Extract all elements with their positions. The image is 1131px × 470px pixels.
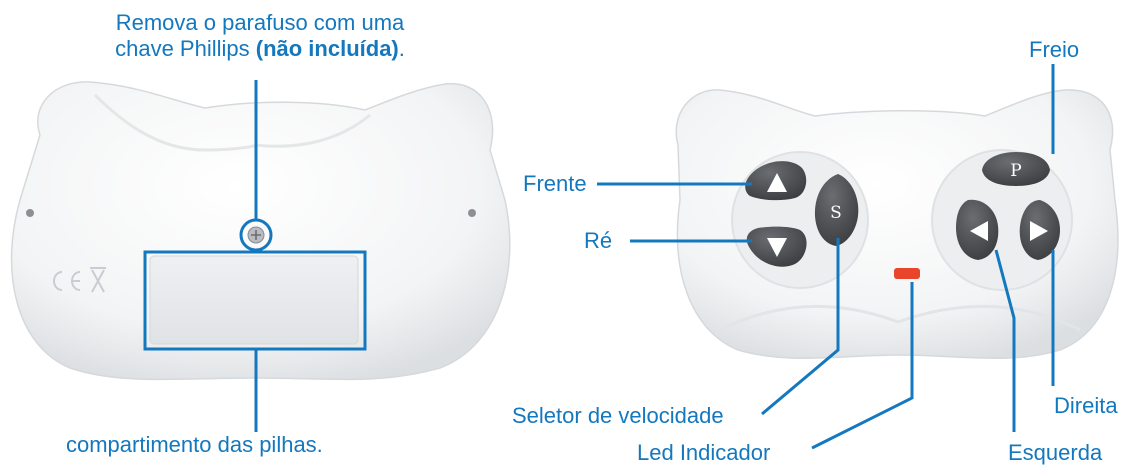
speed-button-label: S — [830, 203, 842, 223]
arrow-down-icon — [767, 238, 787, 257]
remote-front-swoosh — [719, 304, 1081, 332]
led-indicator — [894, 268, 920, 279]
frente-label: Frente — [523, 171, 587, 196]
battery-compartment-label: compartimento das pilhas. — [66, 432, 323, 457]
ce-mark — [53, 267, 106, 293]
battery-cover — [149, 255, 359, 345]
screw-note-line2: chave Phillips (não incluída). — [70, 36, 450, 62]
direita-label: Direita — [1054, 393, 1118, 418]
screw-note-bold: (não incluída) — [255, 36, 399, 61]
arrow-left-icon — [970, 221, 988, 241]
side-screw-right — [468, 209, 476, 217]
right-button[interactable] — [1019, 200, 1060, 260]
side-screw-left — [26, 209, 34, 217]
park-button-label: P — [1010, 161, 1021, 181]
esquerda-callout-line — [994, 249, 1016, 432]
arrow-right-icon — [1030, 221, 1048, 241]
seletor-label: Seletor de velocidade — [512, 403, 724, 428]
led-label: Led Indicador — [637, 440, 771, 465]
screw-note: Remova o parafuso com uma chave Phillips… — [70, 10, 450, 62]
remote-back — [10, 80, 511, 432]
left-button[interactable] — [956, 199, 999, 260]
screw-note-prefix: chave Phillips — [115, 36, 256, 61]
reverse-button[interactable] — [746, 226, 807, 267]
remote-front: S P — [597, 64, 1119, 450]
forward-button[interactable] — [745, 161, 807, 201]
remote-back-ridge — [93, 93, 371, 152]
screw-note-suffix: . — [398, 36, 405, 61]
seletor-callout-line — [761, 238, 840, 416]
re-label: Ré — [584, 228, 613, 253]
led-callout-line — [811, 282, 914, 450]
speed-selector-button[interactable]: S — [814, 174, 859, 246]
arrow-up-icon — [767, 173, 787, 192]
esquerda-label: Esquerda — [1008, 440, 1103, 465]
park-button[interactable]: P — [982, 152, 1050, 186]
screw-cross — [251, 230, 261, 240]
screw-note-line1: Remova o parafuso com uma — [115, 10, 405, 35]
freio-label: Freio — [1029, 37, 1080, 62]
